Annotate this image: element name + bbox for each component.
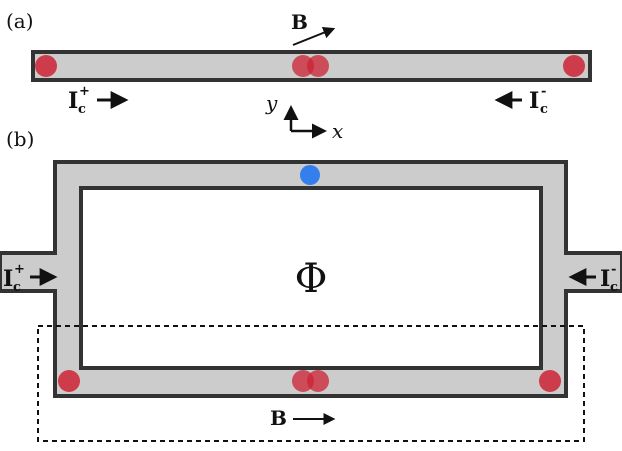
axes-indicator: y x [265,91,343,143]
svg-text:+: + [79,84,90,99]
red-dot [307,370,329,392]
svg-text:-: - [611,262,616,277]
svg-text:I: I [529,88,539,114]
svg-text:I: I [600,266,610,292]
red-dot [307,55,329,77]
flux-symbol: Φ [295,256,328,302]
panel-b-current-in: I c + [3,262,58,295]
panel-a-current-in: I c + [68,84,129,117]
red-dot [35,55,57,77]
svg-text:I: I [3,266,13,292]
svg-text:-: - [541,84,546,99]
svg-text:c: c [610,280,618,295]
svg-text:c: c [78,102,86,117]
panel-a-field: B [291,10,336,46]
svg-text:I: I [68,88,78,114]
panel-b-label: (b) [6,127,34,151]
red-dot [58,370,80,392]
svg-text:c: c [540,102,548,117]
panel-a-strip [31,50,592,82]
red-dot [563,55,585,77]
svg-text:+: + [14,262,25,277]
svg-text:B: B [291,10,308,34]
red-dot [539,370,561,392]
panel-b-field: B [270,406,336,430]
field-arrow-icon [292,26,336,46]
panel-a-current-out: I c - [494,84,548,117]
panel-b-current-out: I c - [568,262,618,295]
svg-text:c: c [13,280,21,295]
field-region-box [37,325,585,442]
axis-y-label: y [265,91,278,115]
blue-dot [300,165,320,185]
axis-x-label: x [332,119,343,143]
panel-a-label: (a) [6,9,34,33]
svg-text:B: B [270,406,287,430]
